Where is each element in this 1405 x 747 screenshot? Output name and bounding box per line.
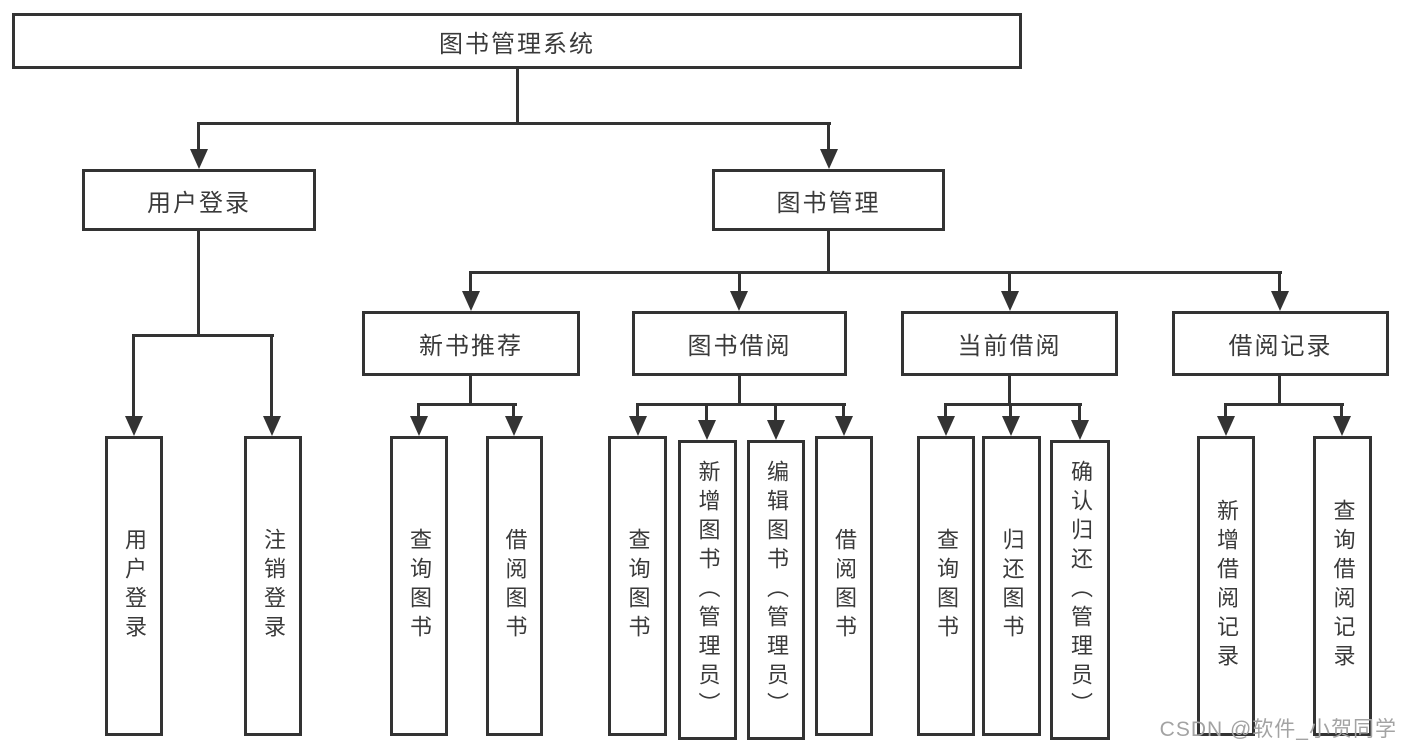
node-new-book-recommendation: 新书推荐 xyxy=(362,311,580,376)
leaf-borrow-books-recommend: 借阅图书 xyxy=(486,436,543,736)
connector-line xyxy=(1224,403,1344,406)
arrowhead xyxy=(1271,291,1289,311)
arrowhead xyxy=(937,416,955,436)
connector-line xyxy=(469,271,472,293)
connector-line xyxy=(1340,403,1343,419)
connector-line xyxy=(774,403,777,423)
connector-line xyxy=(944,403,947,419)
leaf-query-borrow-record: 查询借阅记录 xyxy=(1313,436,1372,736)
arrowhead xyxy=(1333,416,1351,436)
leaf-borrow-books: 借阅图书 xyxy=(815,436,873,736)
connector-line xyxy=(469,271,1282,274)
connector-line xyxy=(1008,376,1011,406)
arrowhead xyxy=(629,416,647,436)
connector-line xyxy=(512,403,515,419)
arrowhead xyxy=(698,420,716,440)
connector-line xyxy=(1009,403,1012,419)
arrowhead xyxy=(767,420,785,440)
connector-line xyxy=(1224,403,1227,419)
leaf-add-books-admin: 新增图书（管理员） xyxy=(678,440,737,740)
connector-line xyxy=(636,403,846,406)
node-current-borrowing: 当前借阅 xyxy=(901,311,1118,376)
connector-line xyxy=(270,334,273,419)
leaf-confirm-return-admin: 确认归还（管理员） xyxy=(1050,440,1110,740)
connector-line xyxy=(705,403,708,423)
arrowhead xyxy=(1002,416,1020,436)
connector-line xyxy=(827,231,830,273)
connector-line xyxy=(197,231,200,337)
connector-line xyxy=(132,334,135,419)
connector-line xyxy=(827,122,830,152)
arrowhead xyxy=(505,416,523,436)
csdn-watermark: CSDN @软件_小贺同学 xyxy=(1159,718,1397,741)
leaf-query-books-recommend: 查询图书 xyxy=(390,436,448,736)
arrowhead xyxy=(462,291,480,311)
leaf-logout: 注销登录 xyxy=(244,436,302,736)
connector-line xyxy=(516,67,519,124)
connector-line xyxy=(1278,271,1281,293)
arrowhead xyxy=(835,416,853,436)
connector-line xyxy=(197,122,200,152)
connector-line xyxy=(132,334,274,337)
node-book-management: 图书管理 xyxy=(712,169,945,231)
connector-line xyxy=(197,122,831,125)
leaf-edit-books-admin: 编辑图书（管理员） xyxy=(747,440,805,740)
arrowhead xyxy=(820,149,838,169)
connector-line xyxy=(842,403,845,419)
node-user-login: 用户登录 xyxy=(82,169,316,231)
leaf-query-books-current: 查询图书 xyxy=(917,436,975,736)
connector-line xyxy=(738,271,741,293)
arrowhead xyxy=(125,416,143,436)
arrowhead xyxy=(1217,416,1235,436)
node-library-management-system: 图书管理系统 xyxy=(12,13,1022,69)
node-book-borrowing: 图书借阅 xyxy=(632,311,847,376)
arrowhead xyxy=(1001,291,1019,311)
connector-line xyxy=(944,403,1082,406)
leaf-add-borrow-record: 新增借阅记录 xyxy=(1197,436,1255,736)
connector-line xyxy=(1278,376,1281,406)
node-borrowing-records: 借阅记录 xyxy=(1172,311,1389,376)
arrowhead xyxy=(730,291,748,311)
leaf-return-books: 归还图书 xyxy=(982,436,1041,736)
connector-line xyxy=(1008,271,1011,293)
arrowhead xyxy=(1071,420,1089,440)
leaf-user-login: 用户登录 xyxy=(105,436,163,736)
connector-line xyxy=(738,376,741,406)
connector-line xyxy=(417,403,517,406)
leaf-query-books-borrow: 查询图书 xyxy=(608,436,667,736)
connector-line xyxy=(1078,403,1081,423)
connector-line xyxy=(417,403,420,419)
connector-line xyxy=(469,376,472,406)
arrowhead xyxy=(410,416,428,436)
arrowhead xyxy=(263,416,281,436)
connector-line xyxy=(636,403,639,419)
arrowhead xyxy=(190,149,208,169)
